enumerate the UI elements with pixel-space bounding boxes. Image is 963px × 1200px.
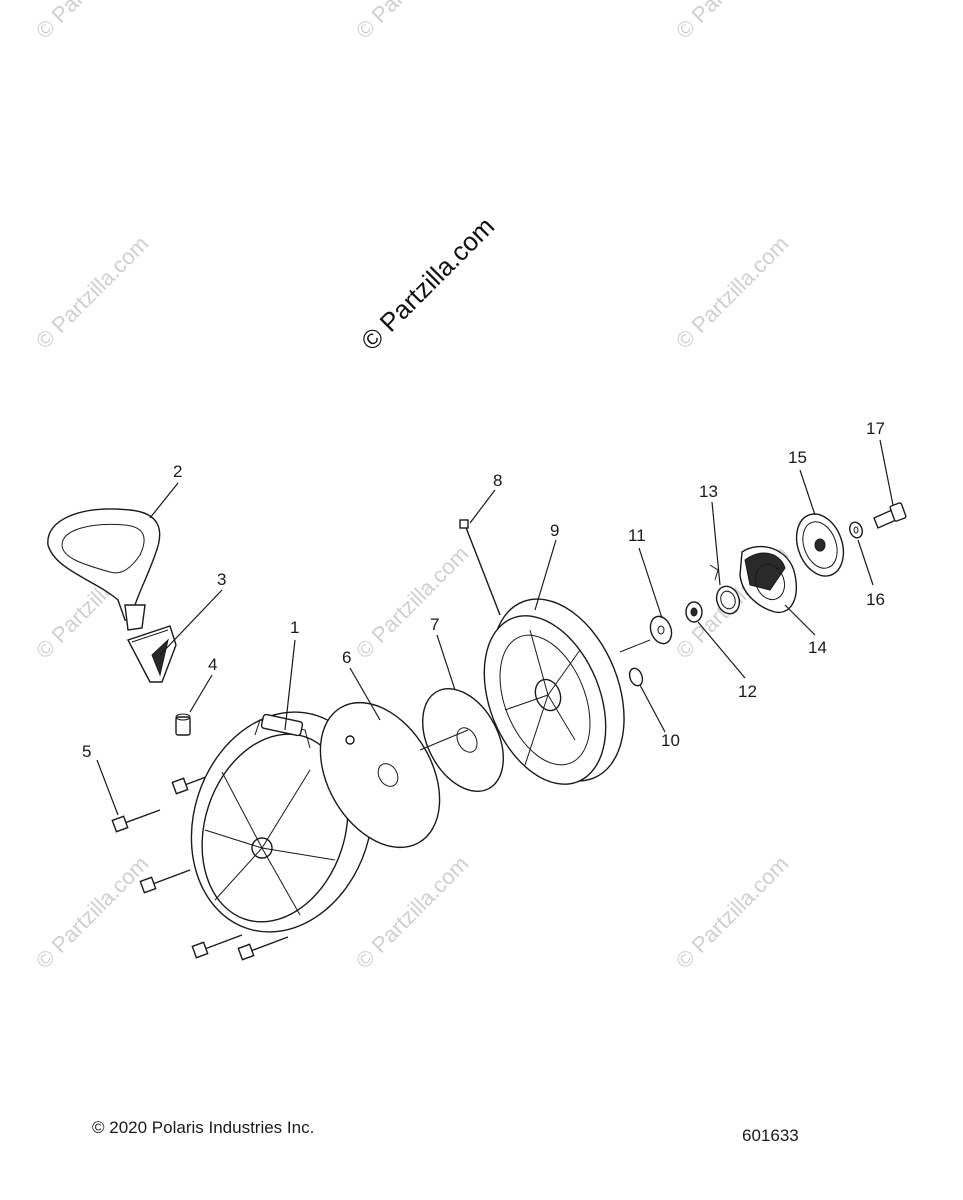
callout-6: 6 bbox=[342, 648, 351, 667]
callout-13: 13 bbox=[699, 482, 718, 501]
bolt bbox=[237, 936, 289, 961]
callout-5: 5 bbox=[82, 742, 91, 761]
callout-11: 11 bbox=[628, 526, 646, 545]
part-rope-insert bbox=[126, 625, 177, 683]
bolt bbox=[191, 934, 243, 959]
watermark: © Partzilla.com bbox=[671, 0, 794, 44]
callout-15: 15 bbox=[788, 448, 807, 467]
callout-14: 14 bbox=[808, 638, 827, 657]
callout-1: 1 bbox=[290, 618, 299, 637]
watermark: © Partzilla.com bbox=[351, 851, 474, 974]
part-washer bbox=[649, 615, 673, 645]
callout-2: 2 bbox=[173, 462, 182, 481]
watermark: © Partzilla.com bbox=[31, 0, 154, 44]
copyright-notice: © 2020 Polaris Industries Inc. bbox=[92, 1118, 315, 1137]
part-small-washer bbox=[849, 521, 863, 539]
part-handle bbox=[47, 508, 161, 631]
assembly-axis-lines bbox=[419, 639, 651, 751]
part-disc-plate bbox=[319, 701, 441, 849]
drawing-number: 601633 bbox=[742, 1126, 799, 1145]
callout-16: 16 bbox=[866, 590, 885, 609]
callout-10: 10 bbox=[661, 731, 680, 750]
callout-12: 12 bbox=[738, 682, 757, 701]
part-spring bbox=[709, 564, 741, 615]
callout-9: 9 bbox=[550, 521, 559, 540]
watermark: © Partzilla.com bbox=[671, 851, 794, 974]
callouts: 1 2 3 4 5 6 7 8 9 10 11 12 13 14 15 16 1… bbox=[82, 419, 885, 761]
part-bushing bbox=[685, 601, 703, 623]
callout-8: 8 bbox=[493, 471, 502, 490]
part-recoil-rope bbox=[459, 519, 501, 616]
part-cap bbox=[795, 513, 845, 577]
callout-7: 7 bbox=[430, 615, 439, 634]
callout-17: 17 bbox=[866, 419, 885, 438]
part-spring-clip bbox=[628, 667, 644, 687]
part-screw bbox=[873, 502, 907, 529]
part-friction-washer bbox=[422, 688, 504, 792]
watermark: © Partzilla.com bbox=[351, 0, 474, 44]
part-sleeve bbox=[175, 713, 191, 736]
watermark: © Partzilla.com bbox=[671, 231, 794, 354]
bolt bbox=[111, 809, 161, 833]
callout-3: 3 bbox=[217, 570, 226, 589]
callout-4: 4 bbox=[208, 655, 217, 674]
part-pulley bbox=[483, 598, 625, 785]
bolt bbox=[139, 869, 191, 894]
leader-lines bbox=[96, 439, 894, 816]
part-spring-cover bbox=[739, 545, 797, 613]
watermark-main: © Partzilla.com bbox=[355, 211, 500, 356]
watermark: © Partzilla.com bbox=[351, 541, 474, 664]
watermark: © Partzilla.com bbox=[31, 231, 154, 354]
watermark: © Partzilla.com bbox=[31, 851, 154, 974]
